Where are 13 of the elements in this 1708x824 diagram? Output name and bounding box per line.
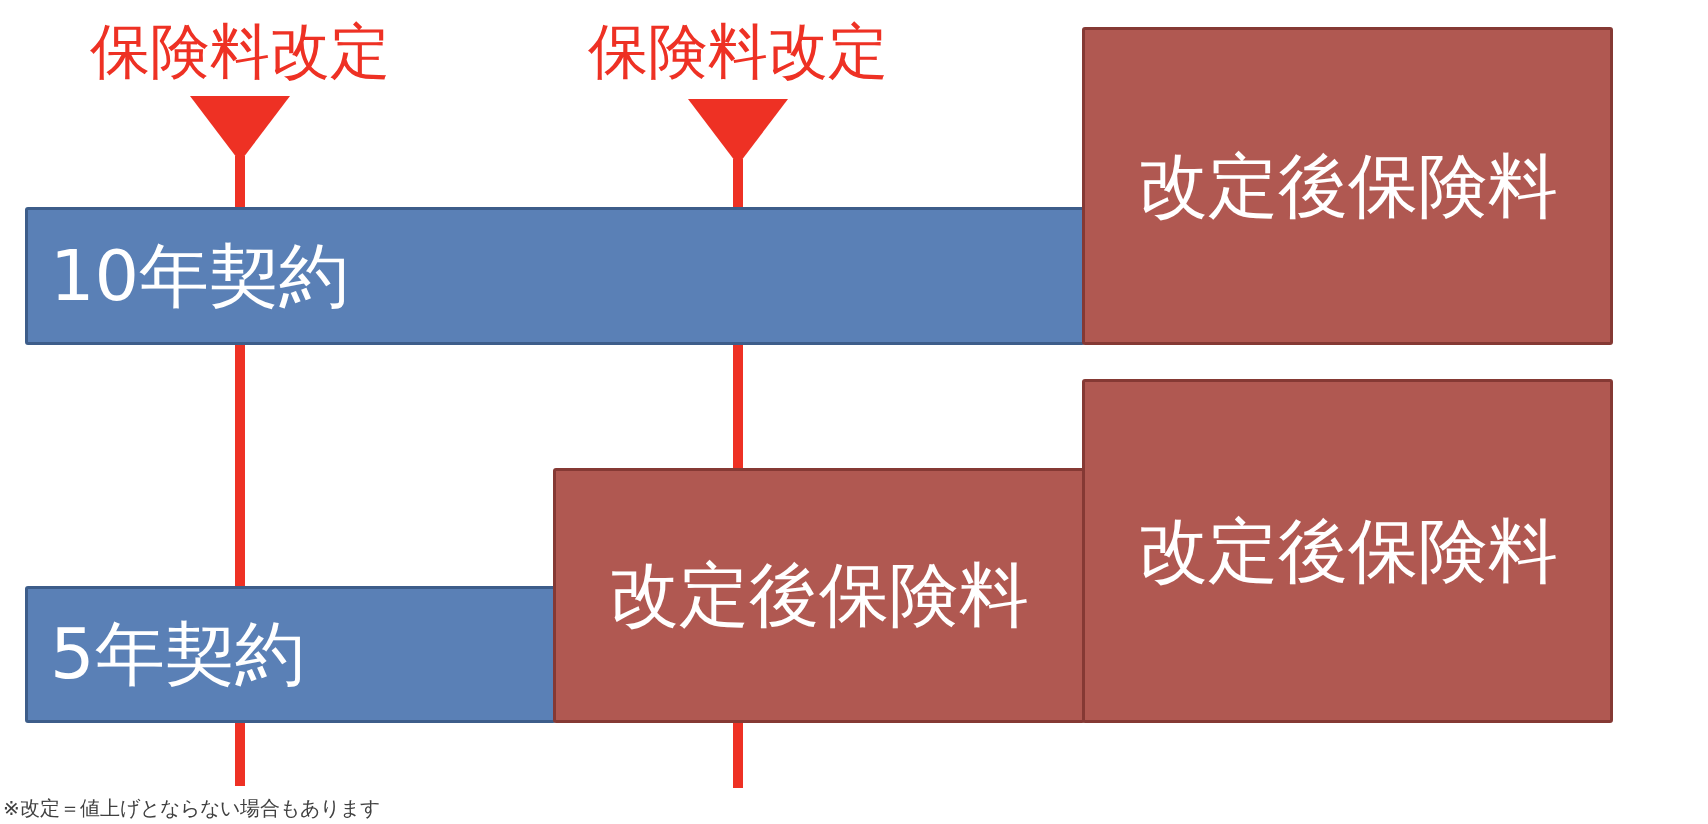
bar-label: 5年契約 — [50, 616, 305, 693]
revision-label: 保険料改定 — [90, 18, 390, 84]
premium-box — [553, 468, 1085, 723]
contract-bar — [25, 586, 556, 723]
premium-box — [1082, 27, 1613, 345]
bar-label: 10年契約 — [50, 237, 350, 315]
bar-label: 改定後保険料 — [1137, 147, 1558, 225]
bar-label: 改定後保険料 — [609, 557, 1029, 634]
footnote: ※改定＝値上げとならない場合もあります — [3, 797, 380, 819]
premium-box — [1082, 379, 1613, 723]
bar-label: 改定後保険料 — [1137, 512, 1558, 590]
contract-bar — [25, 207, 1085, 345]
revision-label: 保険料改定 — [588, 18, 888, 84]
